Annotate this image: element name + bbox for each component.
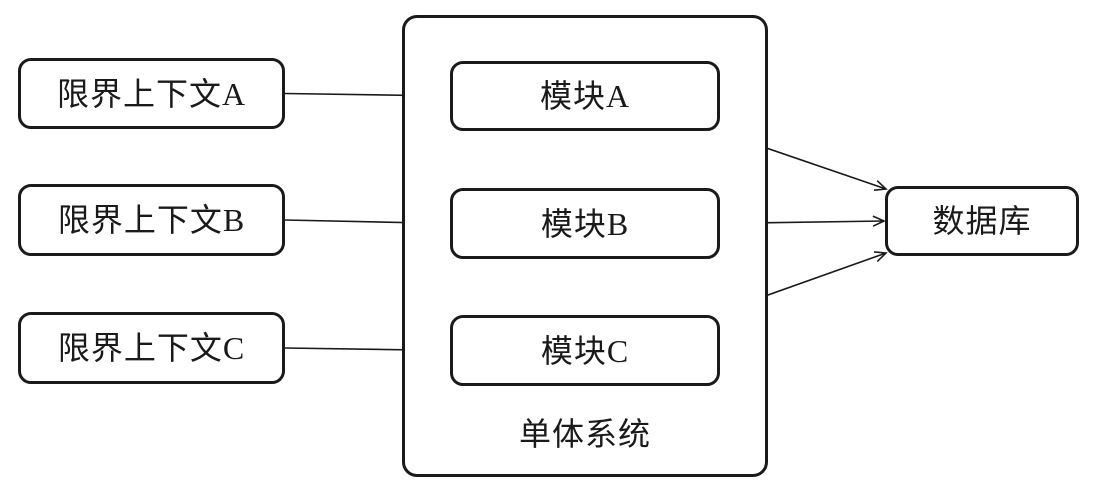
module-a-label: 模块A [539, 78, 631, 114]
monolithic-system-box: 模块A 模块B 模块C 单体系统 [402, 15, 768, 477]
bounded-context-c-label: 限界上下文C [57, 330, 246, 366]
bounded-context-b-box: 限界上下文B [18, 184, 285, 256]
module-b-box: 模块B [450, 188, 720, 259]
module-c-box: 模块C [450, 315, 720, 386]
bounded-context-a-label: 限界上下文A [56, 75, 247, 112]
monolithic-system-label: 单体系统 [518, 416, 651, 452]
database-label: 数据库 [932, 203, 1032, 239]
module-b-label: 模块B [540, 205, 630, 242]
database-box: 数据库 [885, 186, 1079, 256]
bounded-context-a-box: 限界上下文A [18, 58, 285, 129]
module-c-label: 模块C [540, 332, 630, 369]
bounded-context-b-label: 限界上下文B [57, 202, 246, 238]
module-a-box: 模块A [450, 61, 720, 131]
bounded-context-c-box: 限界上下文C [18, 312, 285, 384]
